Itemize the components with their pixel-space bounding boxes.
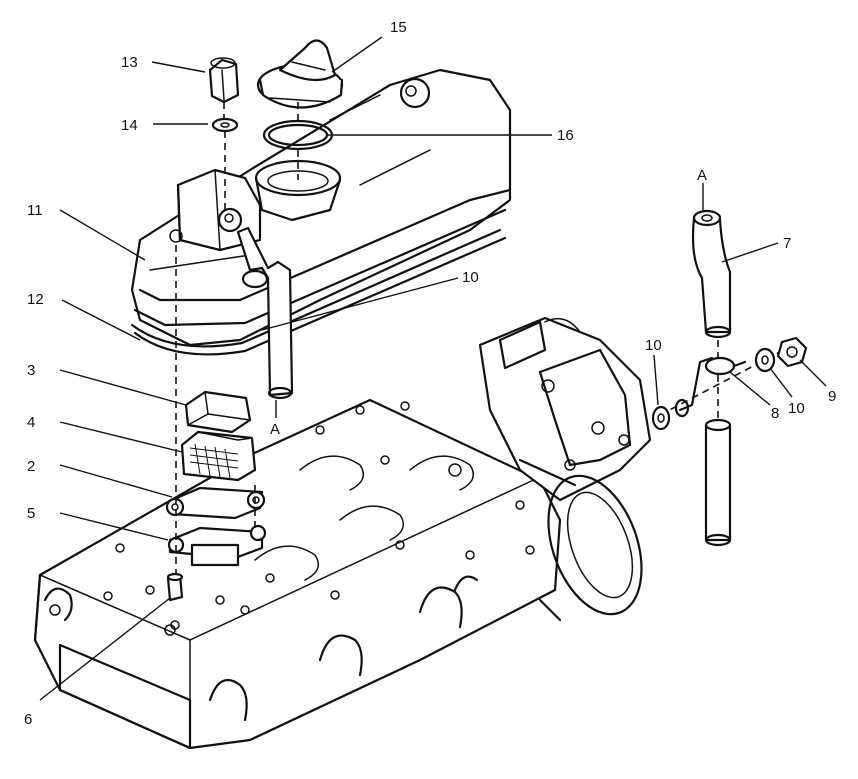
callout-15: 15	[390, 19, 407, 36]
callout-5: 5	[27, 505, 35, 522]
breather-plate	[165, 486, 266, 520]
callout-labels: 13 14 15 16 11 12 10 3 4 2 5 6 7 10 10 8…	[24, 19, 836, 728]
callout-12: 12	[27, 291, 44, 308]
callout-10-mid: 10	[645, 337, 662, 354]
callout-7: 7	[783, 235, 791, 252]
breather-hose	[236, 226, 294, 400]
ref-a-top: A	[697, 167, 707, 184]
callout-6: 6	[24, 711, 32, 728]
breather-pipe	[691, 209, 732, 339]
lower-pipe	[704, 418, 732, 547]
valve-cover	[130, 68, 512, 356]
cap-nut	[208, 57, 240, 104]
pipe-clamp-bracket	[674, 356, 747, 418]
breather-cover	[184, 390, 252, 434]
callout-10-right: 10	[788, 400, 805, 417]
callout-13: 13	[121, 54, 138, 71]
callout-11: 11	[27, 202, 43, 219]
breather-element	[180, 430, 257, 482]
callout-3: 3	[27, 362, 35, 379]
callout-9: 9	[828, 388, 836, 405]
callout-10-top: 10	[462, 269, 479, 286]
mounting-bolt	[166, 572, 184, 602]
sealing-washer	[211, 117, 239, 133]
callout-14: 14	[121, 117, 138, 134]
washer-right	[754, 347, 776, 373]
cylinder-head	[33, 398, 562, 750]
leader-lines	[39, 36, 827, 701]
rear-housing	[478, 316, 652, 622]
callout-8: 8	[771, 405, 779, 422]
callout-16: 16	[557, 127, 574, 144]
callout-2: 2	[27, 458, 35, 475]
callout-4: 4	[27, 414, 35, 431]
oil-filler-cap	[256, 39, 344, 109]
ref-a-bottom: A	[270, 421, 280, 438]
washer-left	[651, 405, 671, 431]
